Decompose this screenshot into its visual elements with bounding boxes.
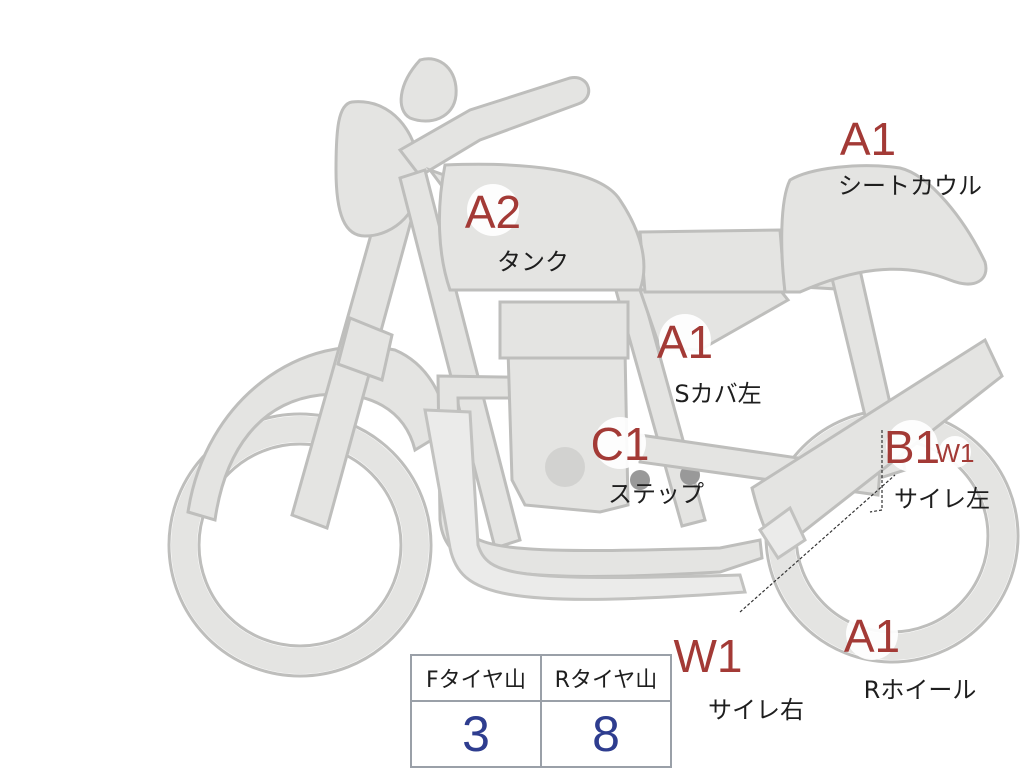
callout-step: C1 ステップ [591,417,704,508]
code-muffler-right: W1 [674,630,743,682]
headlight [334,100,422,238]
callout-rear-wheel: A1 Rホイール [844,608,976,704]
callout-tank: A2 タンク [465,184,569,276]
fork-boot [336,315,394,382]
leader-muffler-right [739,474,896,613]
engine-head [498,300,630,360]
mirror [399,57,458,123]
handlebar [397,76,591,178]
rear-tire-value: 8 [540,700,672,768]
rear-tire-header: Rタイヤ山 [540,654,672,702]
code-rear-wheel: A1 [844,610,900,662]
tire-tread-table: Fタイヤ山 Rタイヤ山 3 8 [410,654,672,768]
leader-muffler-left [869,430,883,513]
label-step: ステップ [608,480,704,508]
engine-cover [545,447,585,487]
front-tire-header: Fタイヤ山 [410,654,542,702]
label-muffler-right: サイレ右 [708,696,804,724]
label-side-cover-left: Sカバ左 [674,380,761,408]
code-muffler-left-secondary: W1 [936,438,975,468]
seat [638,228,787,294]
front-tire-value: 3 [410,700,542,768]
exhaust-pipe-lower [423,408,747,601]
callout-muffler-right: W1 サイレ右 [674,628,804,724]
label-tank: タンク [497,248,569,276]
label-rear-wheel: Rホイール [864,676,977,704]
callout-side-cover-left: A1 Sカバ左 [657,314,762,408]
code-step: C1 [591,418,650,470]
seat-cowl-graphic [780,164,988,294]
code-muffler-left: B1 [884,421,940,473]
label-seat-cowl: シートカウル [838,172,982,200]
step-peg-1 [630,470,650,490]
code-seat-cowl: A1 [840,113,896,165]
front-wheel [167,412,433,678]
muffler-left-graphic [757,505,807,561]
code-tank: A2 [465,186,521,238]
callout-seat-cowl: A1 シートカウル [838,112,982,200]
label-muffler-left: サイレ左 [894,485,990,513]
callout-muffler-left: B1 W1 サイレ左 [884,420,990,513]
code-side-cover-left: A1 [657,316,713,368]
